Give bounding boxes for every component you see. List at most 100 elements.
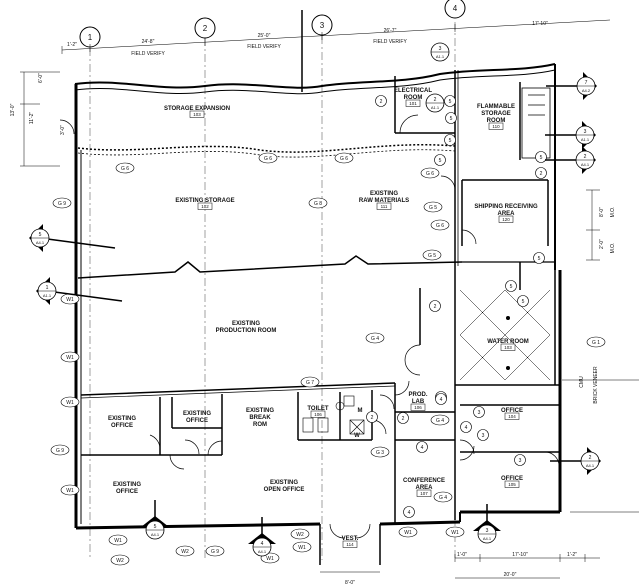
door-tag-label: 5 bbox=[538, 256, 541, 262]
door-tag: 5 bbox=[434, 154, 446, 166]
bottom-dim-b: 17'-10" bbox=[512, 552, 528, 558]
room-name-line: TOILET bbox=[307, 406, 329, 412]
section-marker-sheet: A4.1 bbox=[483, 536, 492, 541]
wall-type-tag-label: W1 bbox=[298, 545, 306, 551]
room-name-line: OFFICE bbox=[116, 489, 138, 495]
top-dim-e: 17'-10" bbox=[532, 21, 548, 27]
room-name-line: VEST. bbox=[342, 536, 359, 542]
door-tag: 4 bbox=[460, 421, 472, 433]
door-tag: 5 bbox=[505, 280, 517, 292]
room-name-line: RAW MATERIALS bbox=[359, 198, 409, 204]
wall-type-tag: G 1 bbox=[586, 336, 606, 348]
wall-type-tag-label: G 6 bbox=[264, 156, 272, 162]
room-name-line: ROM bbox=[253, 422, 267, 428]
wall-type-tag: G 6 bbox=[115, 162, 135, 174]
section-marker-sheet: A1.1 bbox=[581, 137, 590, 142]
door-tag-label: 5 bbox=[522, 299, 525, 305]
wall-type-tag: W1 bbox=[292, 541, 312, 553]
svg-text:2: 2 bbox=[203, 24, 208, 33]
exterior-walls bbox=[74, 63, 562, 530]
door-tag: 2 bbox=[535, 167, 547, 179]
wall-type-tag-label: G 8 bbox=[314, 201, 322, 207]
wall-type-tag: G 4 bbox=[365, 332, 385, 344]
room-number: 107 bbox=[420, 491, 428, 496]
room-number-box bbox=[504, 412, 520, 420]
section-marker: 3A4.1 bbox=[473, 504, 501, 544]
room-number: 114 bbox=[346, 542, 354, 547]
room-name-line: EXISTING bbox=[183, 411, 211, 417]
top-dim-d: 26'-7" bbox=[384, 28, 397, 34]
wall-type-tag-label: W1 bbox=[66, 355, 74, 361]
door-tag: 5 bbox=[444, 134, 456, 146]
section-marker-number: 3 bbox=[486, 528, 489, 534]
toilet-mark-w: W bbox=[354, 433, 360, 439]
wall-type-tag-label: G 4 bbox=[439, 495, 447, 501]
door-tag-label: 4 bbox=[440, 397, 443, 403]
section-marker: 5A4.1 bbox=[29, 224, 116, 252]
room-number-box bbox=[504, 480, 520, 488]
door-tag: 5 bbox=[444, 95, 456, 107]
section-marker-sheet: A4.1 bbox=[258, 549, 267, 554]
section-marker: 3A1.1 bbox=[430, 42, 450, 62]
wall-type-tag-label: G 3 bbox=[376, 450, 384, 456]
wall-type-tag-label: G 4 bbox=[371, 336, 379, 342]
door-swings bbox=[59, 114, 560, 539]
room-name-line: EXISTING bbox=[370, 191, 398, 197]
top-dim-b: 24'-8" bbox=[142, 39, 155, 45]
room-number-box bbox=[376, 202, 392, 210]
room-name-line: EXISTING bbox=[246, 408, 274, 414]
door-tag-label: 2 bbox=[380, 99, 383, 105]
door-tag: 4 bbox=[416, 441, 428, 453]
room-name-line: OFFICE bbox=[186, 418, 208, 424]
svg-text:3: 3 bbox=[320, 21, 325, 30]
door-tag-label: 3 bbox=[519, 458, 522, 464]
section-marker-number: 7 bbox=[585, 80, 588, 86]
room-name-line: BREAK bbox=[249, 415, 271, 421]
room-number-box bbox=[500, 343, 516, 351]
bottom-dim-c: 1'-2" bbox=[567, 552, 577, 558]
wall-type-tag: G 8 bbox=[308, 197, 328, 209]
right-dim-a: 8'-0" bbox=[599, 207, 605, 217]
top-dim-field-verify-3: FIELD VERIFY bbox=[373, 39, 407, 45]
wall-type-tag-label: W1 bbox=[451, 530, 459, 536]
room-name-line: EXISTING bbox=[113, 482, 141, 488]
door-tag-label: 2 bbox=[540, 171, 543, 177]
room-number-box bbox=[310, 410, 326, 418]
door-tag-label: 4 bbox=[465, 425, 468, 431]
room-name-line: EXISTING bbox=[270, 480, 298, 486]
bottom-dim-a: 1'-0" bbox=[457, 552, 467, 558]
right-dim-d: M.O. bbox=[610, 243, 616, 254]
wall-type-tag: G 3 bbox=[370, 446, 390, 458]
room-name-line: OPEN OFFICE bbox=[264, 487, 305, 493]
section-marker: 2A4.1 bbox=[550, 447, 601, 475]
door-tag-label: 5 bbox=[510, 284, 513, 290]
wall-type-tag-label: G 6 bbox=[121, 166, 129, 172]
wall-type-tag-label: G 6 bbox=[340, 156, 348, 162]
floor-drain-icon-2 bbox=[506, 366, 510, 370]
wall-type-tag-label: W2 bbox=[116, 558, 124, 564]
wall-type-tag: G 4 bbox=[430, 414, 450, 426]
section-marker-sheet: A1.1 bbox=[431, 105, 440, 110]
wall-type-tag: W1 bbox=[108, 534, 128, 546]
door-tag-label: 3 bbox=[478, 410, 481, 416]
door-tag: 2 bbox=[375, 95, 387, 107]
section-marker-number: 5 bbox=[39, 232, 42, 238]
wall-type-tag: W1 bbox=[60, 396, 80, 408]
room-number: 103 bbox=[504, 345, 512, 350]
left-dim-b: 11'-2" bbox=[29, 112, 35, 125]
room-number: 103 bbox=[193, 112, 201, 117]
wall-type-tag: G 6 bbox=[420, 167, 440, 179]
room-name-line: EXISTING STORAGE bbox=[175, 198, 234, 204]
wall-type-tag: W2 bbox=[175, 545, 195, 557]
room-number-box bbox=[416, 489, 432, 497]
toilet-mark-m: M bbox=[358, 408, 363, 414]
left-dim-a: 13'-0" bbox=[10, 103, 16, 116]
